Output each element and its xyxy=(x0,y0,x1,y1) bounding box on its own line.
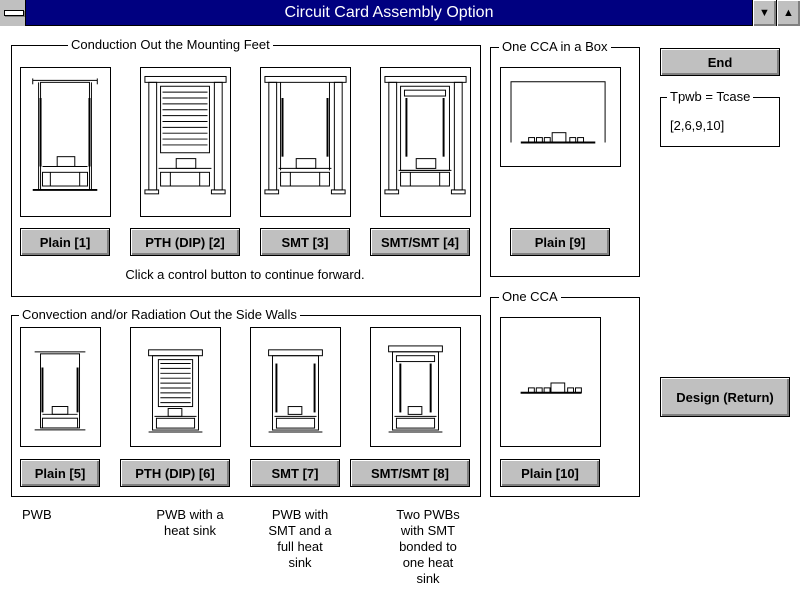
cca-box-plain-button[interactable]: Plain [9] xyxy=(510,228,610,256)
tpwb-group: Tpwb = Tcase [2,6,9,10] xyxy=(660,89,780,147)
conduction-smt-button[interactable]: SMT [3] xyxy=(260,228,350,256)
conduction-smt-image xyxy=(260,67,351,217)
conduction-group: Conduction Out the Mounting Feet xyxy=(11,37,481,297)
system-menu-button[interactable] xyxy=(0,0,26,26)
title-bar xyxy=(0,0,800,26)
maximize-button[interactable]: ▲ xyxy=(776,0,800,26)
convection-group: Convection and/or Radiation Out the Side… xyxy=(11,307,481,497)
system-menu-icon xyxy=(4,10,24,16)
convection-plain-button[interactable]: Plain [5] xyxy=(20,459,100,487)
instruction-hint: Click a control button to continue forwa… xyxy=(125,267,365,282)
window-title: Circuit Card Assembly Option xyxy=(284,4,494,21)
one-cca-plain-button[interactable]: Plain [10] xyxy=(500,459,600,487)
design-return-button[interactable]: Design (Return) xyxy=(660,377,790,417)
convection-smt-smt-image xyxy=(370,327,461,447)
one-cca-image xyxy=(500,317,601,447)
cca-box-group: One CCA in a Box xyxy=(490,39,640,277)
conduction-smt-smt-image xyxy=(380,67,471,217)
convection-pth-button[interactable]: PTH (DIP) [6] xyxy=(120,459,230,487)
tpwb-value: [2,6,9,10] xyxy=(670,118,725,133)
caption-two-pwbs: Two PWBs with SMT bonded to one heat sin… xyxy=(396,507,460,586)
caption-pwb: PWB xyxy=(22,507,52,522)
convection-plain-image xyxy=(20,327,101,447)
tpwb-group-title: Tpwb = Tcase xyxy=(667,89,754,105)
conduction-smt-smt-button[interactable]: SMT/SMT [4] xyxy=(370,228,470,256)
end-button[interactable]: End xyxy=(660,48,780,76)
conduction-plain-image xyxy=(20,67,111,217)
one-cca-group-title: One CCA xyxy=(499,289,561,305)
convection-group-title: Convection and/or Radiation Out the Side… xyxy=(19,307,300,323)
conduction-group-title: Conduction Out the Mounting Feet xyxy=(68,37,273,53)
convection-smt-smt-button[interactable]: SMT/SMT [8] xyxy=(350,459,470,487)
caption-heat-sink: PWB with a heat sink xyxy=(156,507,224,538)
minimize-button[interactable]: ▼ xyxy=(752,0,776,26)
conduction-plain-button[interactable]: Plain [1] xyxy=(20,228,110,256)
conduction-pth-image xyxy=(140,67,231,217)
one-cca-group: One CCA xyxy=(490,289,640,497)
convection-pth-image xyxy=(130,327,221,447)
cca-box-group-title: One CCA in a Box xyxy=(499,39,611,55)
caption-smt-full-heat-sink: PWB with SMT and a full heat sink xyxy=(268,507,332,570)
conduction-pth-button[interactable]: PTH (DIP) [2] xyxy=(130,228,240,256)
cca-box-image xyxy=(500,67,621,167)
convection-smt-button[interactable]: SMT [7] xyxy=(250,459,340,487)
convection-smt-image xyxy=(250,327,341,447)
